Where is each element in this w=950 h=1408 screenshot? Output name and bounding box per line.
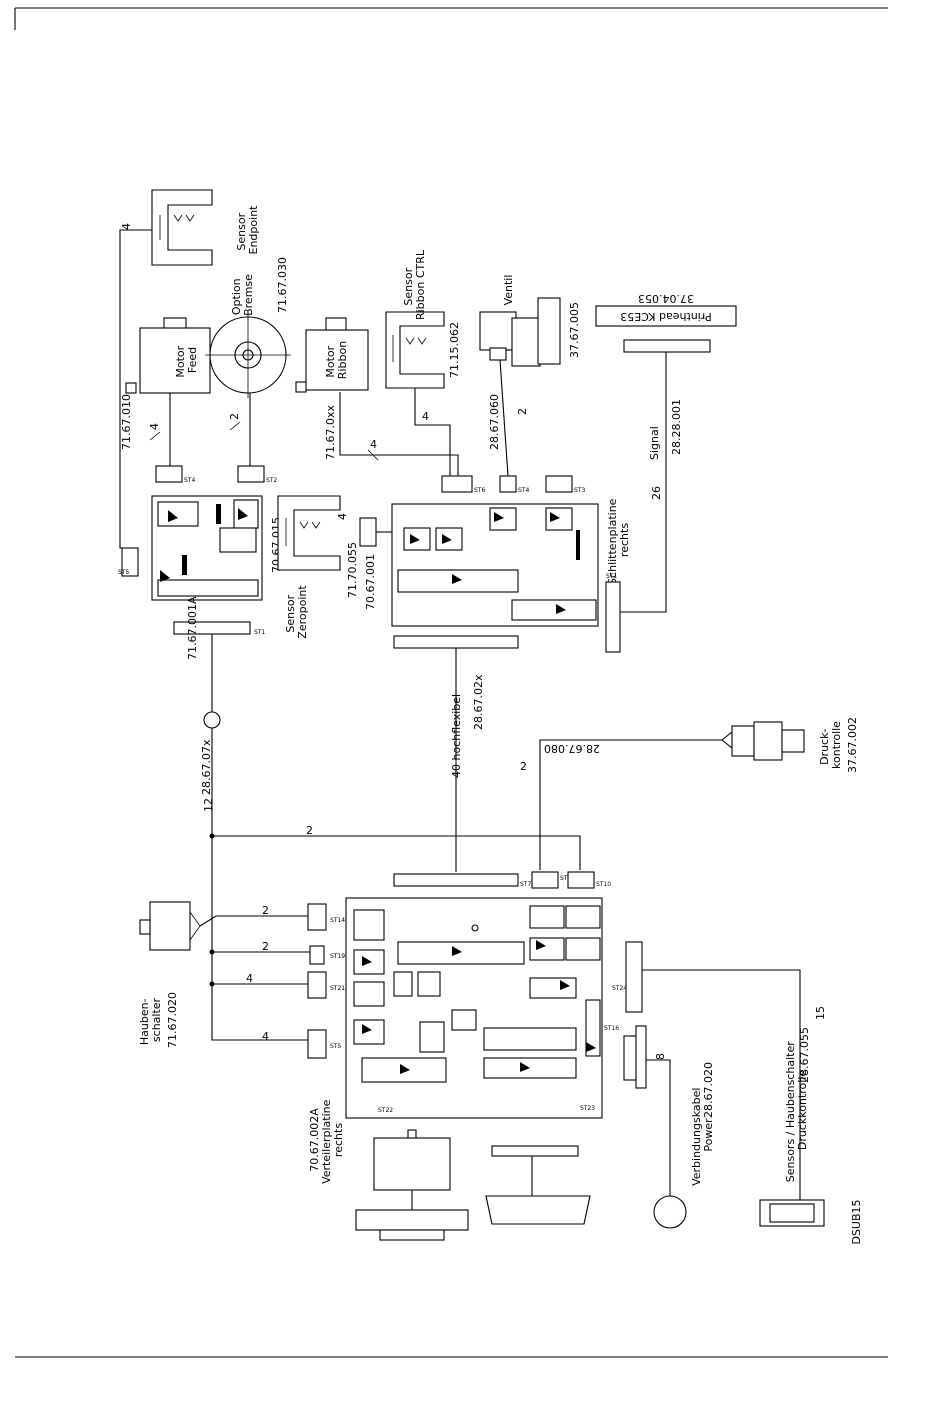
svg-text:4: 4 bbox=[148, 423, 161, 430]
svg-text:Motor Feed: Motor Feed bbox=[174, 342, 199, 377]
svg-text:Signal: Signal bbox=[648, 426, 661, 460]
svg-text:28.67.07x: 28.67.07x bbox=[200, 739, 213, 795]
svg-text:71.70.055: 71.70.055 bbox=[346, 542, 359, 598]
svg-text:2: 2 bbox=[306, 824, 313, 837]
svg-text:28.67.020: 28.67.020 bbox=[702, 1062, 715, 1118]
svg-text:Sensor Ribbon CTRL: Sensor Ribbon CTRL bbox=[402, 249, 427, 320]
svg-text:ST1: ST1 bbox=[254, 629, 265, 636]
svg-text:ST3: ST3 bbox=[574, 487, 585, 494]
option-bremse: Option Bremse 71.67.030 bbox=[205, 257, 291, 398]
bottom-connectors: ST7 ST12 ST10 ST14 ST19 ST21 ST5 ST24 ST… bbox=[307, 871, 647, 1089]
svg-text:Verbindungskabel Power: Verbindungskabel Power bbox=[690, 1084, 715, 1186]
dsub15-connector: Sensors / Haubenschalter Druckkontrolle … bbox=[759, 1027, 863, 1245]
schlittenplatine: 70.67.001 Schlittenplatine rechts bbox=[364, 495, 631, 627]
small-board: 70.67.015 bbox=[151, 495, 283, 601]
svg-text:2: 2 bbox=[262, 940, 269, 953]
svg-text:Sensors / Haubenschalter: Sensors / Haubenschalter Druckkontrolle bbox=[784, 1038, 809, 1183]
svg-text:ST14: ST14 bbox=[330, 917, 345, 924]
svg-text:28.67.02x: 28.67.02x bbox=[472, 674, 485, 730]
svg-text:ST4: ST4 bbox=[184, 477, 195, 484]
svg-text:71.67.020: 71.67.020 bbox=[166, 992, 179, 1048]
svg-text:12: 12 bbox=[202, 798, 215, 812]
svg-text:4: 4 bbox=[120, 223, 133, 230]
svg-text:70.67.002A: 70.67.002A bbox=[308, 1108, 321, 1172]
svg-text:4: 4 bbox=[370, 438, 377, 451]
svg-text:ST16: ST16 bbox=[604, 1025, 619, 1032]
svg-text:Option Bremse: Option Bremse bbox=[230, 274, 255, 316]
svg-text:71.67.010: 71.67.010 bbox=[120, 394, 133, 450]
power-connector: Verbindungskabel Power 28.67.020 bbox=[653, 1062, 715, 1229]
svg-text:ST5: ST5 bbox=[330, 1043, 341, 1050]
svg-text:37.04.053: 37.04.053 bbox=[638, 292, 694, 305]
verteilerplatine: ST22 ST23 70.67.002A Verteilerplatine re… bbox=[308, 897, 603, 1184]
svg-text:8: 8 bbox=[654, 1053, 667, 1060]
svg-text:ST2: ST2 bbox=[266, 477, 277, 484]
svg-text:4: 4 bbox=[262, 1030, 269, 1043]
svg-text:ST1: ST1 bbox=[606, 573, 617, 580]
svg-text:ST23: ST23 bbox=[580, 1105, 595, 1112]
svg-text:71.67.030: 71.67.030 bbox=[276, 257, 289, 313]
svg-text:71.15.062: 71.15.062 bbox=[448, 322, 461, 378]
sensor-zeropoint: Sensor Zeropoint 71.70.055 bbox=[277, 495, 359, 639]
svg-text:28.28.001: 28.28.001 bbox=[670, 399, 683, 455]
svg-text:4: 4 bbox=[246, 972, 253, 985]
svg-text:28.67.055: 28.67.055 bbox=[798, 1027, 811, 1083]
svg-text:ST21: ST21 bbox=[330, 985, 345, 992]
svg-text:Hauben- schalter: Hauben- schalter bbox=[138, 995, 163, 1045]
top-wiring: 4 2 4 71.67.010 4 71.67.0xx 4 4 28.67.06… bbox=[119, 223, 683, 660]
svg-text:40 hochflexibel: 40 hochflexibel bbox=[450, 694, 463, 778]
svg-text:Printhead KCE53: Printhead KCE53 bbox=[620, 310, 712, 323]
svg-text:Sensor Endpoint: Sensor Endpoint bbox=[235, 205, 260, 255]
svg-text:Verteilerplatine rechts: Verteilerplatine rechts bbox=[320, 1096, 345, 1184]
svg-text:28.67.060: 28.67.060 bbox=[488, 394, 501, 450]
svg-text:26: 26 bbox=[650, 486, 663, 500]
svg-text:2: 2 bbox=[262, 904, 269, 917]
dsub25-connector bbox=[485, 1145, 591, 1225]
svg-text:4: 4 bbox=[422, 410, 429, 423]
svg-text:15: 15 bbox=[814, 1006, 827, 1020]
svg-text:70.67.001: 70.67.001 bbox=[364, 554, 377, 610]
svg-text:28.67.080: 28.67.080 bbox=[544, 742, 600, 755]
sensor-endpoint: Sensor Endpoint bbox=[151, 189, 260, 266]
svg-text:ST4: ST4 bbox=[518, 487, 529, 494]
svg-text:2: 2 bbox=[228, 413, 241, 420]
svg-text:Sensor Zeropoint: Sensor Zeropoint bbox=[284, 585, 309, 639]
sensor-ribbon-ctrl: Sensor Ribbon CTRL 71.15.062 bbox=[385, 249, 461, 389]
top-connectors: ST4 ST2 ST5 ST6 ST4 ST3 ST1 ST1 bbox=[118, 465, 621, 653]
svg-text:71.67.001A: 71.67.001A bbox=[186, 596, 199, 660]
page-frame bbox=[14, 7, 888, 1358]
svg-text:ST19: ST19 bbox=[330, 953, 345, 960]
motor-ribbon: Motor Ribbon bbox=[295, 317, 369, 393]
svg-text:ST5: ST5 bbox=[118, 569, 129, 576]
svg-text:ST7: ST7 bbox=[520, 881, 531, 888]
haubenschalter: Hauben- schalter 71.67.020 bbox=[138, 901, 201, 1048]
druckkontrolle: Druck- kontrolle 37.67.002 bbox=[721, 717, 859, 773]
svg-text:ST6: ST6 bbox=[474, 487, 485, 494]
svg-text:Schlittenplatine rechts: Schlittenplatine rechts bbox=[606, 495, 631, 585]
motor-feed: Motor Feed bbox=[125, 317, 211, 394]
centronics-connector bbox=[355, 1129, 469, 1241]
bottom-wiring: 2 2 4 4 15 8 bbox=[199, 833, 827, 1205]
svg-text:ST22: ST22 bbox=[378, 1107, 393, 1114]
svg-text:Druck- kontrolle: Druck- kontrolle bbox=[818, 721, 843, 769]
ventil: Ventil 37.67.005 bbox=[479, 275, 581, 367]
svg-text:ST10: ST10 bbox=[596, 881, 611, 888]
svg-text:Motor Ribbon: Motor Ribbon bbox=[324, 341, 349, 379]
svg-text:4: 4 bbox=[336, 513, 349, 520]
svg-text:Ventil: Ventil bbox=[502, 275, 515, 306]
svg-text:37.67.005: 37.67.005 bbox=[568, 302, 581, 358]
svg-text:37.67.002: 37.67.002 bbox=[846, 717, 859, 773]
svg-text:2: 2 bbox=[520, 760, 527, 773]
svg-text:2: 2 bbox=[516, 408, 529, 415]
middle-wiring: 12 28.67.07x 40 hochflexibel 28.67.02x 2… bbox=[200, 634, 722, 1041]
svg-text:ST24: ST24 bbox=[612, 985, 627, 992]
svg-text:71.67.0xx: 71.67.0xx bbox=[324, 405, 337, 460]
svg-text:DSUB15: DSUB15 bbox=[850, 1199, 863, 1244]
printhead: Printhead KCE53 37.04.053 bbox=[595, 292, 737, 353]
